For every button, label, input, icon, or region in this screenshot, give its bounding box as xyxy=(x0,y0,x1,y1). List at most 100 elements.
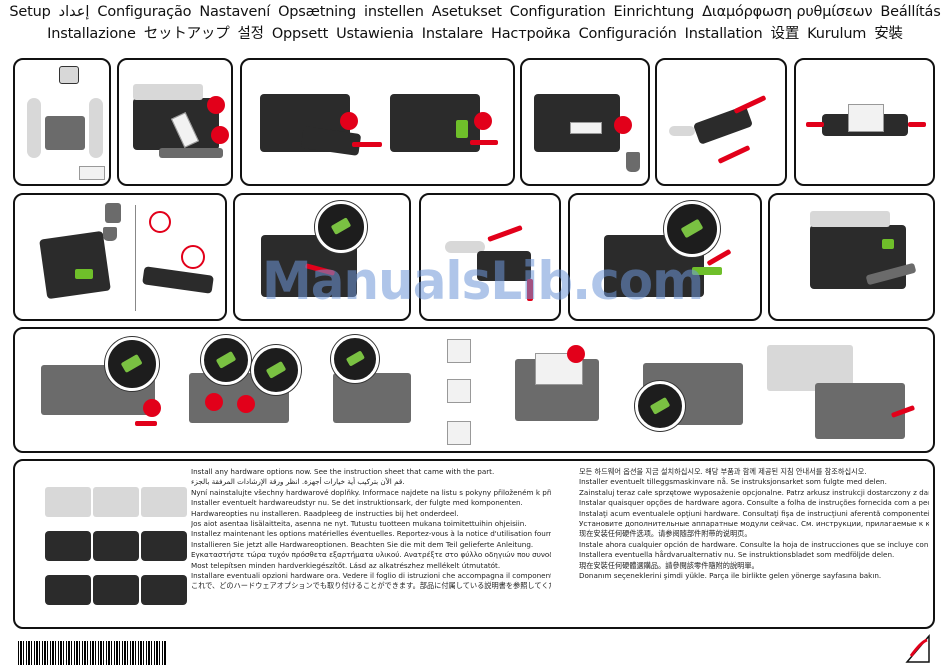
step-number-1 xyxy=(143,399,161,417)
instruction-line: Instale ahora cualquier opción de hardwa… xyxy=(579,539,929,549)
option-stapler-thumb xyxy=(93,531,139,561)
title-word: 설정 xyxy=(237,26,264,42)
title-word: instellen xyxy=(364,4,424,20)
title-word: Einrichtung xyxy=(613,4,695,20)
title-word: Настройка xyxy=(491,26,571,42)
person-right-icon xyxy=(89,98,103,158)
front-door xyxy=(159,148,223,158)
toner-insert-indicator xyxy=(692,267,722,275)
instruction-line: これで、どのハードウェアオプションでも取り付けることができます。部品に付属してい… xyxy=(191,581,551,591)
hand-icon xyxy=(669,126,695,136)
step-open-front-door xyxy=(117,58,233,186)
release-lever-icon xyxy=(456,120,468,138)
title-word: 设置 xyxy=(770,26,800,42)
no-light-warning-icon xyxy=(181,245,205,269)
packing-strip-icon xyxy=(570,122,602,134)
title-word: Διαμόρφωση ρυθμίσεων xyxy=(702,4,873,20)
step-shake-toner xyxy=(419,193,561,321)
weight-warning-icon xyxy=(59,66,79,84)
instruction-line: Installieren Sie jetzt alle Hardwareopti… xyxy=(191,539,534,549)
title-word: 安裝 xyxy=(874,26,903,42)
instruction-line: Zainstaluj teraz całe sprzętowe wyposaże… xyxy=(579,487,929,497)
title-word: Oppsett xyxy=(271,26,329,42)
title-word: Installation xyxy=(684,26,763,42)
title-word: Asetukset xyxy=(431,4,502,20)
instruction-line: Installer eventuelt hardwareudstyr nu. S… xyxy=(191,498,523,508)
printer-top-cover xyxy=(810,211,890,227)
step-unpack-printer xyxy=(13,58,111,186)
length-guide-callout-icon xyxy=(251,345,301,395)
green-arrow-callout-icon xyxy=(315,201,367,253)
title-word: Configuração xyxy=(97,4,192,20)
title-word: Configuration xyxy=(509,4,606,20)
panel-divider xyxy=(135,205,136,311)
instruction-line: 모든 하드웨어 옵션을 지금 설치하십시오. 해당 부품과 함께 제공된 지침 … xyxy=(579,467,867,476)
option-mailbox-thumb xyxy=(141,531,187,561)
toner-cartridge-icon xyxy=(692,105,754,145)
step-number-1 xyxy=(207,96,225,114)
tray-illustration-6 xyxy=(815,383,905,439)
printer-top-cover xyxy=(133,84,203,100)
title-word: セットアップ xyxy=(143,26,230,42)
pull-arrow-icon xyxy=(527,279,533,301)
packing-material-icon xyxy=(79,166,105,180)
pull-arrow-icon-2 xyxy=(470,140,498,145)
instruction-line: Εγκαταστήστε τώρα τυχόν πρόσθετα εξαρτήμ… xyxy=(191,550,551,560)
title-word: Configuración xyxy=(578,26,677,42)
instruction-line: Installera eventuella hårdvarualternativ… xyxy=(579,550,895,560)
toner-cartridge-icon xyxy=(477,251,531,281)
instruction-line: Installer eventuelt tilleggsmaskinvare n… xyxy=(579,477,887,487)
trash-bin-icon xyxy=(626,152,640,172)
page-curl-logo-icon xyxy=(905,633,930,663)
step-number-1 xyxy=(567,345,585,363)
width-guide-callout-icon xyxy=(201,335,251,385)
instructions-right-column: 모든 하드웨어 옵션을 지금 설치하십시오. 해당 부품과 함께 제공된 지침 … xyxy=(579,467,929,581)
align-paper-icon xyxy=(447,421,471,445)
photoconductor-drum-icon xyxy=(142,266,214,294)
guide-lock-callout-icon xyxy=(331,335,379,383)
shake-arrow-icon-2 xyxy=(717,145,751,164)
title-word: Beállítás xyxy=(880,4,941,20)
step-remove-toner-cartridge xyxy=(240,58,515,186)
cartridge-packing-icon xyxy=(848,104,884,132)
step-number-2 xyxy=(205,393,223,411)
shake-arrow-icon xyxy=(487,224,523,243)
option-finisher-thumb-2 xyxy=(93,575,139,605)
no-touch-warning-icon xyxy=(149,211,171,233)
pull-arrow-icon xyxy=(135,421,157,426)
instruction-line: Install any hardware options now. See th… xyxy=(191,467,495,476)
green-handle-icon xyxy=(882,239,894,249)
instruction-line: Instalar quaisquer opções de hardware ag… xyxy=(579,498,929,508)
shake-arrow-icon xyxy=(733,95,767,114)
title-word: Opsætning xyxy=(278,4,357,20)
step-unpack-imaging-unit xyxy=(13,193,227,321)
title-word: Nastavení xyxy=(199,4,271,20)
printer-illustration xyxy=(810,225,906,289)
title-word: Instalare xyxy=(421,26,484,42)
arrow-right-icon xyxy=(908,122,926,127)
instruction-line: 現在安裝任何硬體選購品。請參閱該零件隨附的說明單。 xyxy=(579,560,759,570)
instruction-line: Установите дополнительные аппаратные мод… xyxy=(579,518,929,528)
title-word: Setup xyxy=(9,4,51,20)
trash-bin-icon xyxy=(103,227,117,241)
hand-icon xyxy=(445,241,485,253)
step-remove-packing xyxy=(520,58,650,186)
paper-size-callout-icon xyxy=(635,381,685,431)
instruction-line: Installare eventuali opzioni hardware or… xyxy=(191,570,551,580)
green-arrow-callout-icon xyxy=(664,201,720,257)
option-duplex-thumb-1 xyxy=(45,531,91,561)
instruction-line: Donanım seçeneklerini şimdi yükle. Parça… xyxy=(579,570,882,580)
instruction-line: 现在安装任何硬件选项。请参阅随部件附带的说明页。 xyxy=(579,529,752,539)
step-insert-imaging-unit xyxy=(233,193,411,321)
title-word: Ustawienia xyxy=(336,26,414,42)
step-insert-toner xyxy=(568,193,762,321)
step-number-3 xyxy=(237,395,255,413)
imaging-unit-icon xyxy=(39,230,111,300)
step-shake-cartridge xyxy=(655,58,787,186)
fan-paper-icon xyxy=(447,379,471,403)
option-finisher-thumb-3 xyxy=(141,575,187,605)
green-handle-icon xyxy=(75,269,93,279)
insert-arrow-icon xyxy=(706,248,732,267)
step-install-hardware-options: Install any hardware options now. See th… xyxy=(13,459,935,629)
step-number-1 xyxy=(614,116,632,134)
